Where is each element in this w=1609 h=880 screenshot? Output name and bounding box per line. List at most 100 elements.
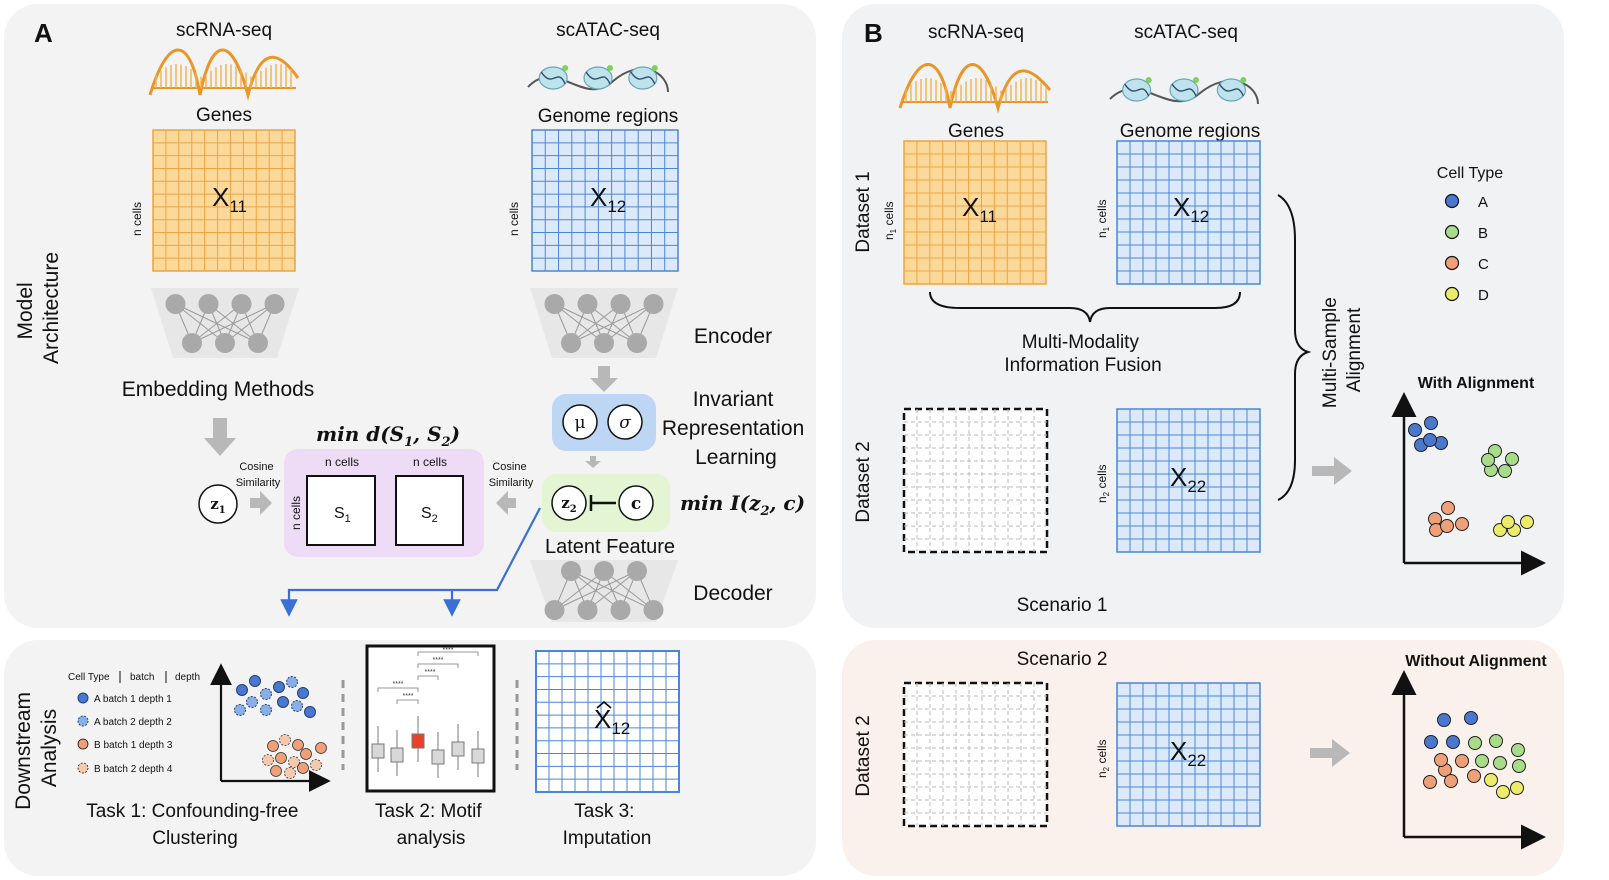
panel-b-letter: B xyxy=(864,18,883,48)
without-alignment-dot-c xyxy=(1455,754,1469,768)
s-ncells-side: n cells xyxy=(289,496,303,530)
task1-dot-b xyxy=(310,759,322,771)
alignment-label: Multi-Sample Alignment xyxy=(1320,292,1365,408)
significance-bracket xyxy=(396,699,419,704)
task1-dot-a xyxy=(249,675,261,687)
genome-regions-label: Genome regions xyxy=(538,106,678,127)
task1-dot-b xyxy=(300,748,312,760)
network-node xyxy=(182,333,202,353)
task1-dot-b xyxy=(315,742,327,754)
task1-dot-a xyxy=(291,700,303,712)
with-alignment-dot-b xyxy=(1498,464,1512,478)
b-matrix-empty-2 xyxy=(902,681,1049,828)
task1-scatter xyxy=(234,675,327,779)
task1-dot-a xyxy=(297,687,309,699)
task1-dot-a xyxy=(260,688,272,700)
mB11-frame xyxy=(903,140,1047,285)
without-alignment-dot-b xyxy=(1489,734,1503,748)
without-alignment-dot-b xyxy=(1468,736,1482,750)
network-node xyxy=(594,333,614,353)
b-genome-regions-label: Genome regions xyxy=(1120,121,1260,142)
task1-legend-batch: batch xyxy=(130,672,154,683)
marker-dot xyxy=(1145,77,1152,83)
task1-legend-depth: depth xyxy=(175,672,200,683)
n1-cells-rna: n1 cells xyxy=(882,202,898,240)
network-node xyxy=(198,294,219,314)
arrow-mu-to-z xyxy=(585,456,601,468)
network-node xyxy=(248,333,268,353)
dna-wrap xyxy=(1124,83,1150,97)
network-edge xyxy=(587,570,638,611)
mA11-frame xyxy=(152,129,296,272)
network-node xyxy=(215,333,235,353)
s1-label: S1 xyxy=(334,505,351,525)
matrix-x12-hat xyxy=(535,650,680,793)
network-node xyxy=(561,561,581,581)
without-alignment-dot-a xyxy=(1437,713,1451,727)
x12-hat-label: X12 xyxy=(594,704,630,738)
without-alignment-dot-c xyxy=(1467,769,1481,783)
b-matrix-empty-1 xyxy=(902,407,1049,554)
b-scrna-title: scRNA-seq xyxy=(928,22,1024,43)
b-matrix-x12 xyxy=(1116,140,1261,285)
encoder-network xyxy=(530,288,678,358)
b-scatac-title: scATAC-seq xyxy=(1134,22,1238,43)
without-alignment-dot-d xyxy=(1496,785,1510,799)
significance-bracket xyxy=(417,663,459,668)
n-cells-label-rna: n cells xyxy=(130,202,144,236)
z2-node xyxy=(551,485,587,521)
network-edge xyxy=(603,303,654,344)
with-alignment-dot-b xyxy=(1505,452,1519,466)
without-alignment-dot-a xyxy=(1424,735,1438,749)
task1-legend: Cell Type batch depth A batch 1 depth 1 … xyxy=(68,671,200,775)
without-alignment-scatter xyxy=(1423,711,1526,799)
boxplot-box xyxy=(371,743,385,759)
mB22b-frame xyxy=(1116,682,1261,827)
arrow-embedding-down xyxy=(204,418,236,456)
without-alignment-dot-b xyxy=(1512,759,1526,773)
task1-legend-dot-3 xyxy=(77,738,89,750)
mB12-frame xyxy=(1116,140,1261,285)
b-matrix-x22-s2 xyxy=(1116,682,1261,827)
with-alignment-dot-a xyxy=(1408,423,1422,437)
encoder-label: Encoder xyxy=(694,325,772,348)
s-ncells-1: n cells xyxy=(325,455,359,469)
cosine-similarity-right: Cosine Similarity xyxy=(489,461,534,489)
cell-type-label-c: C xyxy=(1478,256,1489,273)
arrow-to-with-alignment xyxy=(1312,457,1352,485)
downstream-analysis-label: Downstream Analysis xyxy=(12,686,61,810)
dna-wrap xyxy=(1171,83,1197,97)
scenario2-label: Scenario 2 xyxy=(1017,649,1108,670)
latent-feature-label: Latent Feature xyxy=(545,536,675,558)
task1-dot-b xyxy=(297,762,309,774)
sigma-node xyxy=(607,404,643,440)
mBE2-frame xyxy=(902,681,1049,828)
decoder-network xyxy=(530,560,678,622)
alignment-brace xyxy=(1277,194,1312,501)
network-edge xyxy=(570,303,654,344)
fusion-brace xyxy=(929,291,1241,323)
significance-bracket xyxy=(417,675,439,680)
without-alignment-dot-c xyxy=(1444,774,1458,788)
s2-matrix xyxy=(395,475,464,546)
task1-dot-a xyxy=(260,704,272,716)
significance-stars: **** xyxy=(403,693,414,700)
dna-wrap xyxy=(540,71,566,85)
arrow-encoder-down xyxy=(590,366,618,392)
network-node xyxy=(577,294,598,314)
task1-dot-b xyxy=(288,756,300,768)
marker-dot xyxy=(651,65,658,71)
network-node xyxy=(544,600,565,620)
significance-stars: **** xyxy=(393,681,404,688)
task1-label: Task 1: Confounding-free Clustering xyxy=(86,801,304,849)
mu-node xyxy=(562,404,598,440)
with-alignment-dot-d xyxy=(1501,515,1515,529)
boxplot-box xyxy=(451,741,465,757)
dataset1-label: Dataset 1 xyxy=(853,171,874,252)
without-alignment-dot-d xyxy=(1484,773,1498,787)
b-x11-label: X11 xyxy=(962,192,997,226)
significance-bracket xyxy=(377,687,419,692)
marker-dot xyxy=(1193,77,1199,83)
network-edge xyxy=(554,570,605,611)
